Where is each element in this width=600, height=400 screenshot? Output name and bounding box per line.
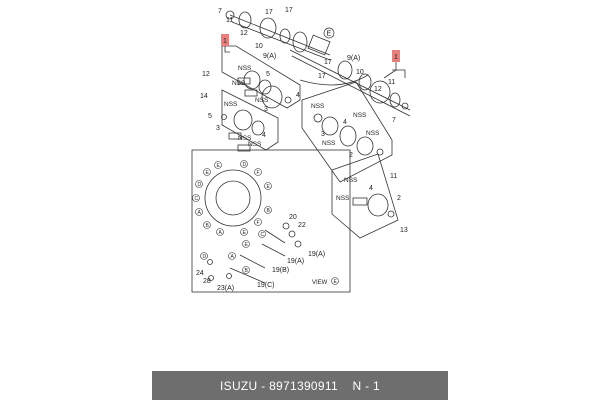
nss-label: NSS bbox=[248, 141, 262, 148]
callout: 4 bbox=[296, 92, 300, 99]
callout: 5 bbox=[208, 113, 212, 120]
letter: B bbox=[267, 208, 271, 214]
callout: 10 bbox=[255, 43, 263, 50]
wheel-letters: E D E F D E C B A F B E A C E A B D E bbox=[195, 162, 338, 285]
nss-label: NSS bbox=[336, 195, 350, 202]
callout: 10 bbox=[356, 69, 364, 76]
callout: 4 bbox=[262, 132, 266, 139]
callout: 5 bbox=[266, 71, 270, 78]
nss-label: NSS bbox=[238, 65, 252, 72]
cv-joint-shape bbox=[259, 17, 277, 39]
letter: D bbox=[243, 162, 247, 168]
nss-label: NSS bbox=[232, 80, 246, 87]
letter: A bbox=[219, 230, 223, 236]
letter: E bbox=[245, 242, 249, 248]
footer-bar: ISUZU - 8971390911 N - 1 bbox=[152, 371, 448, 400]
callout: 11 bbox=[388, 79, 395, 86]
callout: 7 bbox=[218, 8, 222, 15]
callout: 12 bbox=[202, 71, 210, 78]
nss-labels: NSS NSS NSS NSS NSS NSS NSS NSS NSS NSS … bbox=[224, 65, 380, 202]
parts-diagram: 1 1 E 7 11 12 17 17 10 9(A) 17 9(A) 17 1… bbox=[191, 7, 411, 293]
footer-brand: ISUZU bbox=[220, 378, 258, 393]
part-marker-left-label: 1 bbox=[223, 38, 227, 45]
nss-label: NSS bbox=[224, 101, 238, 108]
callout: 20 bbox=[289, 214, 297, 221]
callout: 19(C) bbox=[257, 282, 275, 289]
flange-wheel bbox=[204, 169, 262, 227]
callout: 3 bbox=[321, 131, 325, 138]
callout: 2 bbox=[397, 195, 401, 202]
callout: 17 bbox=[285, 7, 293, 14]
callout: 23(A) bbox=[217, 285, 234, 292]
view-marker-e: E bbox=[327, 31, 332, 38]
panel-middle bbox=[301, 81, 393, 183]
part-marker-right-label: 1 bbox=[394, 54, 398, 61]
callout: 2 bbox=[349, 152, 353, 159]
callout: 19(B) bbox=[272, 267, 289, 274]
callout: 17 bbox=[324, 59, 332, 66]
callout: 19(A) bbox=[308, 251, 325, 258]
callout: 17 bbox=[318, 73, 326, 80]
nss-label: NSS bbox=[311, 103, 325, 110]
panel-12 bbox=[221, 45, 301, 109]
callout: 3 bbox=[216, 125, 220, 132]
letter: D bbox=[198, 182, 202, 188]
footer-gap bbox=[338, 379, 353, 393]
callout: 12 bbox=[374, 86, 382, 93]
letter: C bbox=[195, 196, 199, 202]
footer-separator: - bbox=[257, 378, 270, 393]
callout: 3 bbox=[264, 106, 268, 113]
letter: B bbox=[206, 223, 210, 229]
callout: 9(A) bbox=[347, 55, 360, 62]
callout: 19(A) bbox=[287, 258, 304, 265]
callout: 11 bbox=[226, 17, 233, 24]
callout: 4 bbox=[343, 119, 347, 126]
nss-label: NSS bbox=[255, 97, 269, 104]
callout: 13 bbox=[400, 227, 408, 234]
letter: A bbox=[198, 210, 202, 216]
footer-part-number: 8971390911 bbox=[269, 378, 338, 393]
panel-13 bbox=[331, 153, 399, 239]
nss-label: NSS bbox=[353, 112, 367, 119]
letter: E bbox=[267, 184, 271, 190]
letter: E bbox=[334, 279, 338, 285]
part-marker-left bbox=[221, 34, 229, 46]
callout: 4 bbox=[369, 185, 373, 192]
footer-suffix: N - 1 bbox=[352, 378, 380, 393]
letter: F bbox=[257, 220, 260, 226]
letter: C bbox=[261, 232, 265, 238]
callout: 9(A) bbox=[263, 53, 276, 60]
nss-label: NSS bbox=[322, 140, 336, 147]
letter: F bbox=[257, 170, 260, 176]
letter: D bbox=[203, 254, 207, 260]
callout: 7 bbox=[392, 117, 396, 124]
letter: E bbox=[217, 163, 221, 169]
callout: 24 bbox=[196, 270, 204, 277]
detail-panel bbox=[191, 149, 351, 293]
callout: 22 bbox=[298, 222, 306, 229]
nss-label: NSS bbox=[366, 130, 380, 137]
panel-14 bbox=[221, 89, 279, 151]
nss-label: NSS bbox=[344, 177, 358, 184]
callout: 14 bbox=[200, 93, 208, 100]
letter: A bbox=[231, 254, 235, 260]
callout: 17 bbox=[265, 9, 273, 16]
letter: E bbox=[206, 170, 210, 176]
letter: E bbox=[243, 230, 247, 236]
nss-label: NSS bbox=[238, 135, 252, 142]
callout: 12 bbox=[240, 30, 248, 37]
callouts: 7 11 12 17 17 10 9(A) 17 9(A) 17 10 12 1… bbox=[196, 7, 408, 292]
letter: B bbox=[245, 268, 249, 274]
view-label: VIEW bbox=[312, 280, 328, 286]
part-marker-right bbox=[392, 50, 400, 62]
callout: 28 bbox=[203, 278, 211, 285]
callout: 11 bbox=[390, 173, 397, 180]
washer-shape bbox=[225, 10, 235, 20]
